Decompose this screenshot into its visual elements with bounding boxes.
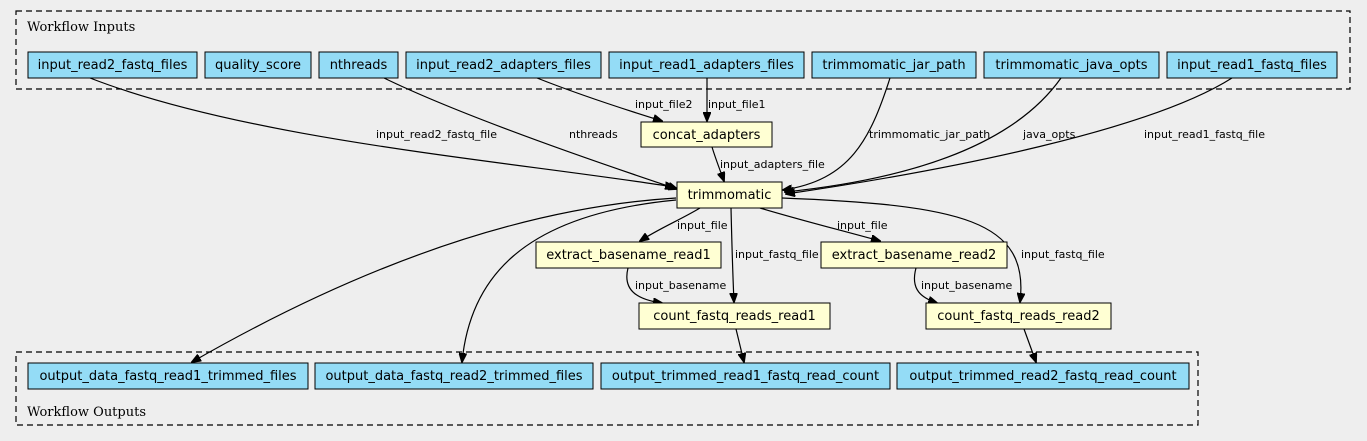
output-nodes: output_data_fastq_read1_trimmed_files ou…	[27, 362, 1190, 390]
output-node-box[interactable]	[600, 362, 891, 390]
step-concat-adapters[interactable]	[640, 121, 773, 148]
step-count-fastq-reads-read1-label: count_fastq_reads_read1	[653, 309, 815, 324]
edge-basename1	[626, 267, 662, 303]
edge-input-adapters	[711, 146, 724, 181]
workflow-outputs-label: Workflow Outputs	[27, 405, 146, 420]
workflow-inputs-cluster	[15, 10, 1351, 90]
edge-trim-count2	[781, 197, 1021, 302]
edge-label-trimmomatic-jar-path: trimmomatic_jar_path	[869, 128, 990, 141]
step-extract-basename-read1[interactable]	[535, 241, 722, 269]
input-node-label: trimmomatic_jar_path	[822, 58, 965, 73]
edge-label-input-fastq-file-read2: input_fastq_file	[1021, 248, 1105, 261]
edge-label-input-file-read1: input_file	[677, 219, 728, 232]
step-count-fastq-reads-read2-label: count_fastq_reads_read2	[937, 309, 1099, 324]
edge-label-input-fastq-file-read1: input_fastq_file	[735, 248, 819, 261]
edge-input-read2-fastq	[89, 77, 674, 187]
edge-input-read1-fastq	[786, 77, 1233, 194]
input-node-label: input_read1_adapters_files	[619, 58, 794, 73]
input-node-box[interactable]	[405, 51, 602, 79]
edge-trim-out1	[192, 197, 677, 362]
edge-label-input-file1: input_file1	[708, 98, 766, 111]
edge-trim-extract2	[759, 207, 880, 241]
step-trimmomatic[interactable]	[676, 181, 783, 209]
step-extract-basename-read1-label: extract_basename_read1	[546, 248, 711, 263]
input-node-label: input_read1_fastq_files	[1177, 58, 1327, 73]
input-node-box[interactable]	[1166, 51, 1338, 79]
step-count-fastq-reads-read2[interactable]	[925, 302, 1112, 330]
input-node-box[interactable]	[811, 51, 977, 79]
input-node-label: input_read2_fastq_files	[38, 58, 188, 73]
output-node-label: output_data_fastq_read2_trimmed_files	[325, 369, 582, 384]
input-node-label: input_read2_adapters_files	[416, 58, 591, 73]
input-node-box[interactable]	[318, 51, 399, 79]
edge-label-input-basename-read1: input_basename	[635, 279, 726, 292]
workflow-outputs-cluster	[15, 351, 1199, 426]
output-node-label: output_data_fastq_read1_trimmed_files	[39, 369, 296, 384]
edge-trim-extract1	[640, 207, 701, 241]
edge-jar-path	[783, 77, 891, 190]
input-node-box[interactable]	[983, 51, 1160, 79]
input-node-box[interactable]	[27, 51, 198, 79]
step-extract-basename-read2-label: extract_basename_read2	[832, 248, 997, 263]
workflow-inputs-label: Workflow Inputs	[27, 20, 135, 35]
edge-label-input-read1-fastq-file: input_read1_fastq_file	[1144, 128, 1265, 141]
edge-nthreads	[383, 77, 677, 189]
output-node-label: output_trimmed_read1_fastq_read_count	[612, 369, 879, 384]
input-node-label: trimmomatic_java_opts	[995, 58, 1147, 73]
input-node-box[interactable]	[608, 51, 805, 79]
step-nodes: concat_adapters trimmomatic extract_base…	[535, 121, 1112, 330]
input-node-label: nthreads	[330, 58, 388, 73]
step-count-fastq-reads-read1[interactable]	[638, 302, 831, 330]
edge-label-nthreads: nthreads	[569, 128, 618, 141]
edge-label-input-file2: input_file2	[635, 98, 693, 111]
edge-labels: input_read2_fastq_file nthreads input_fi…	[376, 98, 1265, 292]
input-node-box[interactable]	[204, 51, 312, 79]
edges	[89, 77, 1233, 362]
edge-java-opts	[785, 77, 1062, 192]
edge-trim-out2	[462, 199, 677, 362]
step-trimmomatic-label: trimmomatic	[688, 188, 772, 203]
edge-label-java-opts: java_opts	[1022, 128, 1076, 141]
output-node-box[interactable]	[896, 362, 1190, 390]
step-concat-adapters-label: concat_adapters	[653, 128, 761, 143]
edge-basename2	[913, 267, 937, 303]
edge-input-file2	[536, 77, 662, 121]
edge-label-input-adapters-file: input_adapters_file	[720, 158, 825, 171]
output-node-box[interactable]	[314, 362, 594, 390]
input-node-label: quality_score	[215, 58, 301, 73]
edge-count1-out	[735, 328, 744, 362]
output-node-box[interactable]	[27, 362, 309, 390]
edge-label-input-read2-fastq-file: input_read2_fastq_file	[376, 128, 497, 141]
edge-label-input-basename-read2: input_basename	[921, 279, 1012, 292]
edge-trim-count1	[731, 207, 734, 302]
edge-count2-out	[1023, 328, 1036, 362]
output-node-label: output_trimmed_read2_fastq_read_count	[909, 369, 1176, 384]
input-nodes: input_read2_fastq_files quality_score nt…	[27, 51, 1338, 79]
edge-label-input-file-read2: input_file	[837, 219, 888, 232]
step-extract-basename-read2[interactable]	[820, 241, 1008, 269]
